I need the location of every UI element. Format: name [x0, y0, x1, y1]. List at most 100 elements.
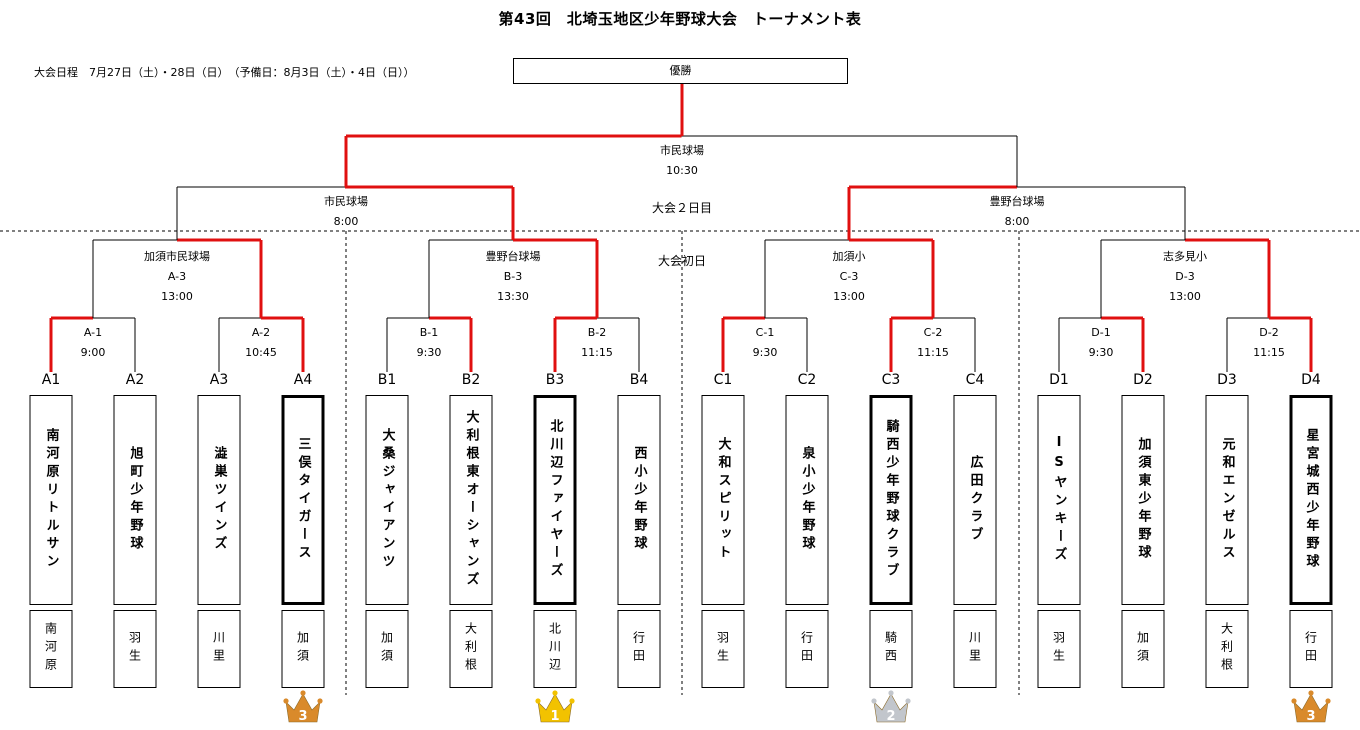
- team-code: B2: [461, 372, 481, 388]
- team-name-box: 旭町少年野球: [113, 395, 157, 605]
- team-code: B3: [545, 372, 565, 388]
- team-city-box: 大利根: [449, 610, 493, 688]
- team-name: ISヤンキーズ: [1051, 435, 1067, 565]
- team-code: D2: [1133, 372, 1153, 388]
- team-name: 泉小少年野球: [799, 446, 815, 554]
- round1-label: B-2 11:15: [581, 323, 613, 363]
- team-city: 騎西: [883, 631, 898, 667]
- silver-crown-icon: 2: [871, 690, 911, 724]
- team-city-box: 羽生: [113, 610, 157, 688]
- quarter-b-label: 豊野台球場 B-3 13:30: [486, 247, 541, 307]
- quarter-venue: 加須市民球場: [144, 250, 210, 263]
- team-city: 加須: [379, 631, 394, 667]
- team-name: 大和スピリット: [715, 437, 731, 563]
- team-name-box: 泉小少年野球: [785, 395, 829, 605]
- quarter-c-label: 加須小 C-3 13:00: [833, 247, 866, 307]
- team-name-box: 星宮城西少年野球: [1289, 395, 1333, 605]
- bronze-crown-icon: 3: [1291, 690, 1331, 724]
- trophy-rank: 2: [886, 709, 895, 724]
- team-name-box: 大和スピリット: [701, 395, 745, 605]
- round1-label: A-2 10:45: [245, 323, 277, 363]
- match-code: A-1: [83, 326, 103, 339]
- trophy-rank: 3: [1306, 709, 1315, 724]
- team-name: 三俣タイガース: [295, 437, 311, 563]
- team-city-box: 行田: [785, 610, 829, 688]
- team-code: D4: [1301, 372, 1321, 388]
- round1-label: C-2 11:15: [917, 323, 949, 363]
- match-code: B-1: [419, 326, 439, 339]
- team-name: 元和エンゼルス: [1219, 437, 1235, 563]
- team-code: A1: [41, 372, 61, 388]
- final-venue: 市民球場: [660, 144, 704, 157]
- team-city-box: 行田: [1289, 610, 1333, 688]
- team-city: 羽生: [127, 631, 142, 667]
- final-time: 10:30: [666, 164, 698, 177]
- team-code: C1: [713, 372, 733, 388]
- team-name: 南河原リトルサン: [43, 428, 59, 572]
- team-name-box: 澁巣ツインズ: [197, 395, 241, 605]
- team-code: A3: [209, 372, 229, 388]
- quarter-code: B-3: [503, 270, 523, 283]
- team-city-box: 加須: [1121, 610, 1165, 688]
- team-name-box: 大桑ジャイアンツ: [365, 395, 409, 605]
- match-code: C-1: [755, 326, 775, 339]
- team-city-box: 南河原: [29, 610, 73, 688]
- trophy-rank: 3: [298, 709, 307, 724]
- match-time: 9:30: [416, 346, 442, 359]
- match-code: A-2: [251, 326, 271, 339]
- round1-label: D-2 11:15: [1253, 323, 1285, 363]
- team-city-box: 大利根: [1205, 610, 1249, 688]
- team-city: 北川辺: [547, 622, 562, 676]
- match-code: D-2: [1259, 326, 1279, 339]
- gold-crown-icon: 1: [535, 690, 575, 724]
- team-name-box: 三俣タイガース: [281, 395, 325, 605]
- team-city: 南河原: [43, 622, 58, 676]
- team-city: 大利根: [1219, 622, 1234, 676]
- team-name: 大利根東オーシャンズ: [463, 410, 479, 590]
- semi-right-label: 豊野台球場 8:00: [990, 192, 1045, 232]
- team-city: 行田: [631, 631, 646, 667]
- team-city-box: 加須: [281, 610, 325, 688]
- team-name-box: 南河原リトルサン: [29, 395, 73, 605]
- team-city: 行田: [1303, 631, 1318, 667]
- team-city: 川里: [211, 631, 226, 667]
- team-name-box: 大利根東オーシャンズ: [449, 395, 493, 605]
- match-time: 11:15: [581, 346, 613, 359]
- team-name: 大桑ジャイアンツ: [379, 428, 395, 572]
- tournament-schedule: 大会日程 7月27日（土）・28日（日） （予備日：8月3日（土）・4日（日））: [34, 66, 415, 79]
- team-name-box: 加須東少年野球: [1121, 395, 1165, 605]
- match-time: 9:00: [80, 346, 106, 359]
- team-name: 旭町少年野球: [127, 446, 143, 554]
- team-name: 騎西少年野球クラブ: [883, 419, 899, 581]
- team-name-box: 騎西少年野球クラブ: [869, 395, 913, 605]
- match-time: 9:30: [752, 346, 778, 359]
- team-name: 澁巣ツインズ: [211, 446, 227, 554]
- match-code: B-2: [587, 326, 607, 339]
- team-city-box: 行田: [617, 610, 661, 688]
- team-code: A2: [125, 372, 145, 388]
- team-code: D3: [1217, 372, 1237, 388]
- team-city-box: 北川辺: [533, 610, 577, 688]
- quarter-time: 13:00: [161, 290, 193, 303]
- match-code: C-2: [923, 326, 943, 339]
- team-city-box: 川里: [197, 610, 241, 688]
- semi-left-label: 市民球場 8:00: [324, 192, 368, 232]
- quarter-venue: 豊野台球場: [485, 250, 541, 263]
- team-code: D1: [1049, 372, 1069, 388]
- match-time: 9:30: [1088, 346, 1114, 359]
- team-city: 加須: [1135, 631, 1150, 667]
- team-name-box: 元和エンゼルス: [1205, 395, 1249, 605]
- team-code: C2: [797, 372, 817, 388]
- team-code: C3: [881, 372, 901, 388]
- quarter-venue: 志多見小: [1163, 250, 1207, 263]
- final-match-label: 市民球場 10:30: [660, 141, 704, 181]
- team-code: A4: [293, 372, 313, 388]
- team-code: B4: [629, 372, 649, 388]
- team-city-box: 騎西: [869, 610, 913, 688]
- quarter-venue: 加須小: [832, 250, 866, 263]
- semi-time: 8:00: [333, 215, 359, 228]
- quarter-time: 13:00: [1169, 290, 1201, 303]
- team-city-box: 羽生: [1037, 610, 1081, 688]
- semi-venue: 市民球場: [324, 195, 368, 208]
- team-name: 西小少年野球: [631, 446, 647, 554]
